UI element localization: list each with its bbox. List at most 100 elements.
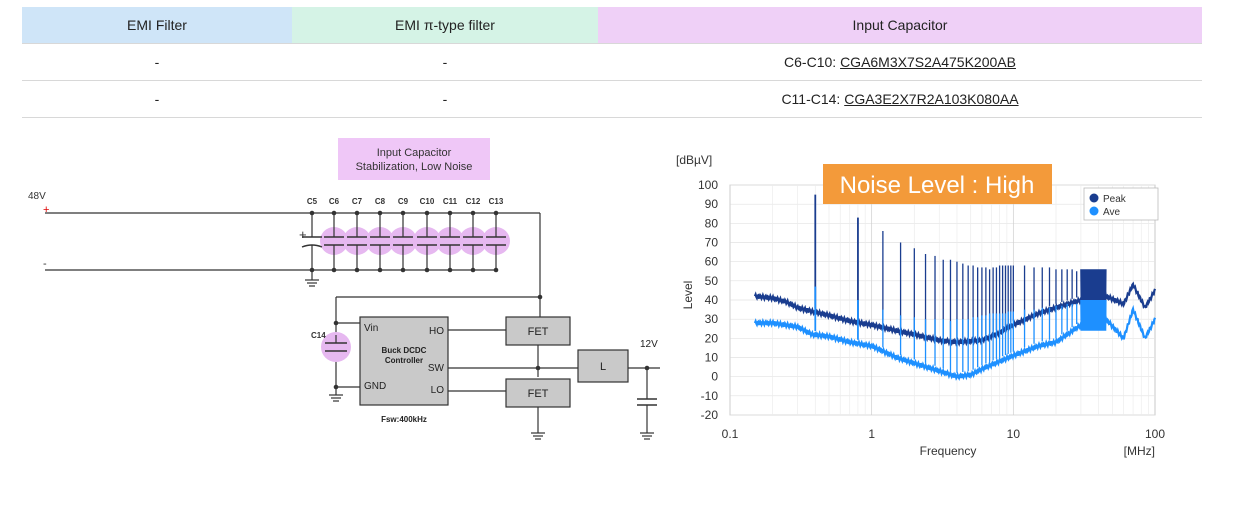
cell-emi-filter: - — [22, 80, 292, 118]
header-emi-pi-filter: EMI π-type filter — [292, 7, 598, 44]
series-band — [1080, 299, 1107, 331]
inductor-block — [577, 349, 629, 383]
junction-dot — [470, 267, 476, 273]
high-side-fet — [505, 316, 571, 346]
y-tick-label: 30 — [705, 312, 719, 326]
pin-lo: LO — [431, 385, 445, 396]
y-axis-label: Level — [681, 281, 695, 310]
ground-icon — [305, 279, 319, 287]
x-tick-label: 1 — [868, 427, 875, 441]
electrolytic-plus-label: + — [299, 227, 307, 242]
junction-dot — [447, 210, 453, 216]
header-input-capacitor: Input Capacitor — [598, 7, 1202, 44]
junction-dot — [309, 267, 315, 273]
component-table: EMI Filter EMI π-type filter Input Capac… — [22, 7, 1202, 118]
junction-dot — [331, 210, 337, 216]
legend-marker-ave — [1089, 206, 1099, 216]
y-tick-label: 80 — [705, 216, 719, 230]
junction-dot — [354, 210, 360, 216]
junction-dot — [331, 267, 337, 273]
junction-dot — [493, 210, 499, 216]
x-axis-label: Frequency — [920, 444, 977, 458]
capacitor-label: C9 — [398, 197, 409, 206]
c14-highlight — [321, 332, 351, 362]
capacitor-label: C13 — [489, 197, 504, 206]
ground-icon — [531, 432, 545, 440]
capacitor-label: C8 — [375, 197, 386, 206]
junction-dot — [644, 365, 650, 371]
junction-dot — [537, 294, 543, 300]
x-tick-label: 10 — [1007, 427, 1021, 441]
capacitor-plate — [301, 244, 323, 248]
capacitor-label: C6 — [329, 197, 340, 206]
junction-dot — [400, 267, 406, 273]
junction-dot — [309, 210, 315, 216]
plus-terminal-label: + — [43, 204, 49, 216]
capacitor-highlight — [366, 227, 394, 255]
junction-dot — [333, 384, 339, 390]
y-tick-label: 0 — [711, 370, 718, 384]
junction-dot — [535, 365, 541, 371]
y-axis-unit: [dBµV] — [676, 153, 712, 167]
high-side-fet-label: FET — [528, 326, 549, 338]
cell-emi-filter: - — [22, 43, 292, 81]
legend-marker-peak — [1089, 193, 1099, 203]
input-voltage-label: 48V — [28, 191, 46, 202]
y-tick-label: -10 — [701, 389, 719, 403]
junction-dot — [377, 210, 383, 216]
capacitor-highlight — [482, 227, 510, 255]
pin-gnd: GND — [364, 381, 386, 392]
callout-line-2: Stabilization, Low Noise — [356, 161, 473, 173]
y-tick-label: 90 — [705, 197, 719, 211]
junction-dot — [470, 210, 476, 216]
noise-level-badge — [823, 164, 1052, 204]
callout-line-1: Input Capacitor — [377, 147, 452, 159]
y-tick-label: -20 — [701, 408, 719, 422]
part-number-link[interactable]: CGA6M3X7S2A475K200AB — [840, 54, 1016, 70]
junction-dot — [447, 267, 453, 273]
junction-dot — [493, 267, 499, 273]
controller-title-2: Controller — [385, 356, 423, 365]
y-tick-label: 60 — [705, 255, 719, 269]
pin-sw: SW — [428, 363, 445, 374]
legend-label-ave: Ave — [1103, 207, 1120, 218]
junction-dot — [377, 267, 383, 273]
capacitor-label: C10 — [420, 197, 435, 206]
y-tick-label: 20 — [705, 331, 719, 345]
cell-pi-filter: - — [292, 80, 598, 118]
capacitor-label: C12 — [466, 197, 481, 206]
part-number-link[interactable]: CGA3E2X7R2A103K080AA — [844, 91, 1019, 107]
y-tick-label: 10 — [705, 351, 719, 365]
cap-range-label: C6-C10: — [784, 54, 841, 70]
low-side-fet-label: FET — [528, 388, 549, 400]
cap-range-label: C11-C14: — [781, 91, 845, 107]
input-capacitor-callout — [338, 138, 490, 180]
header-emi-filter: EMI Filter — [22, 7, 292, 44]
inductor-label: L — [600, 361, 606, 373]
y-tick-label: 40 — [705, 293, 719, 307]
cell-input-capacitor: C11-C14: CGA3E2X7R2A103K080AA — [598, 80, 1202, 118]
controller-title-1: Buck DCDC — [382, 346, 427, 355]
buck-controller-block — [359, 316, 449, 406]
junction-dot — [400, 210, 406, 216]
table-row: - - C6-C10: CGA6M3X7S2A475K200AB — [22, 43, 1202, 81]
junction-dot — [354, 267, 360, 273]
ground-icon — [640, 432, 654, 440]
series-band — [1080, 269, 1107, 301]
pin-vin: Vin — [364, 323, 378, 334]
output-voltage-label: 12V — [640, 339, 658, 350]
noise-level-text: Noise Level : High — [840, 172, 1035, 199]
capacitor-highlight — [389, 227, 417, 255]
y-tick-label: 100 — [698, 178, 718, 192]
capacitor-highlight — [413, 227, 441, 255]
junction-dot — [424, 210, 430, 216]
pin-ho: HO — [429, 326, 444, 337]
ground-icon — [329, 394, 343, 402]
junction-dot — [424, 267, 430, 273]
c14-label: C14 — [311, 331, 326, 340]
legend-label-peak: Peak — [1103, 194, 1127, 205]
x-axis-unit: [MHz] — [1124, 444, 1155, 458]
low-side-fet — [505, 378, 571, 408]
